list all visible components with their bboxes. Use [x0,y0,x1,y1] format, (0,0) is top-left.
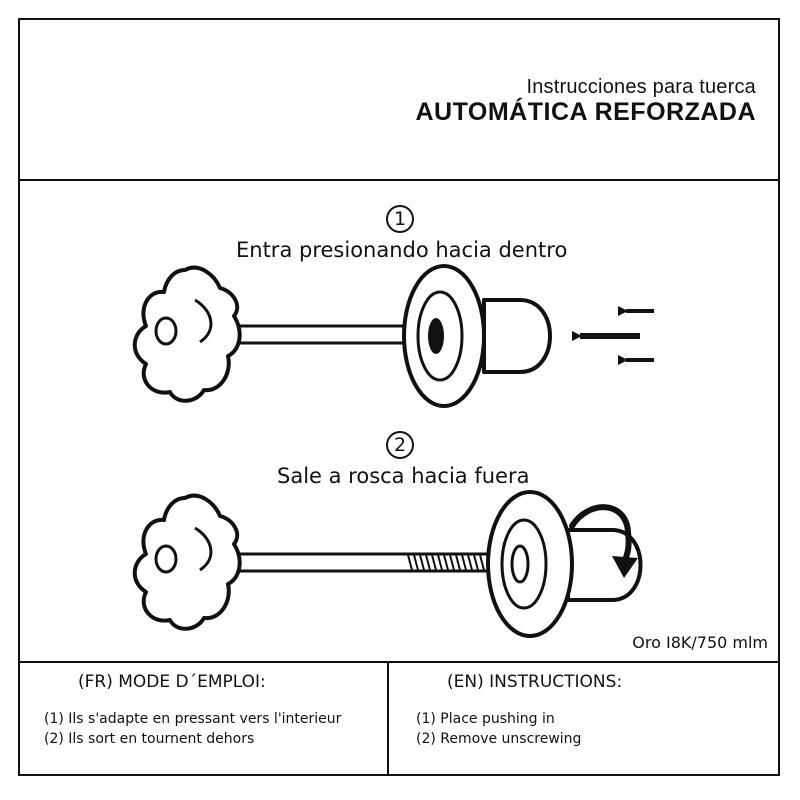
clutch-back-icon [402,264,552,408]
step-1-number: 1 [386,205,414,233]
footer-column-divider [387,661,389,776]
french-heading: (FR) MODE D´EMPLOI: [78,672,266,692]
english-line-2: (2) Remove unscrewing [416,731,582,747]
instruction-card [18,18,780,776]
english-heading: (EN) INSTRUCTIONS: [447,672,623,692]
footer-divider [18,661,780,663]
clutch-back-icon [486,490,643,638]
step-2-text: Sale a rosca hacia fuera [277,464,530,488]
earring-post-icon [132,493,490,631]
header-divider [18,179,780,181]
step-2-number: 2 [386,431,414,459]
page-subtitle: Instrucciones para tuerca [526,76,756,98]
step-1-text: Entra presionando hacia dentro [236,238,568,262]
english-line-1: (1) Place pushing in [416,711,555,727]
french-line-2: (2) Ils sort en tournent dehors [44,731,255,747]
french-line-1: (1) Ils s'adapte en pressant vers l'inte… [44,711,342,727]
page-title: AUTOMÁTICA REFORZADA [415,98,756,126]
material-label: Oro I8K/750 mlm [632,633,768,652]
push-arrows-icon [572,306,654,365]
rotate-arrow-icon [569,504,638,578]
earring-post-icon [132,265,433,403]
